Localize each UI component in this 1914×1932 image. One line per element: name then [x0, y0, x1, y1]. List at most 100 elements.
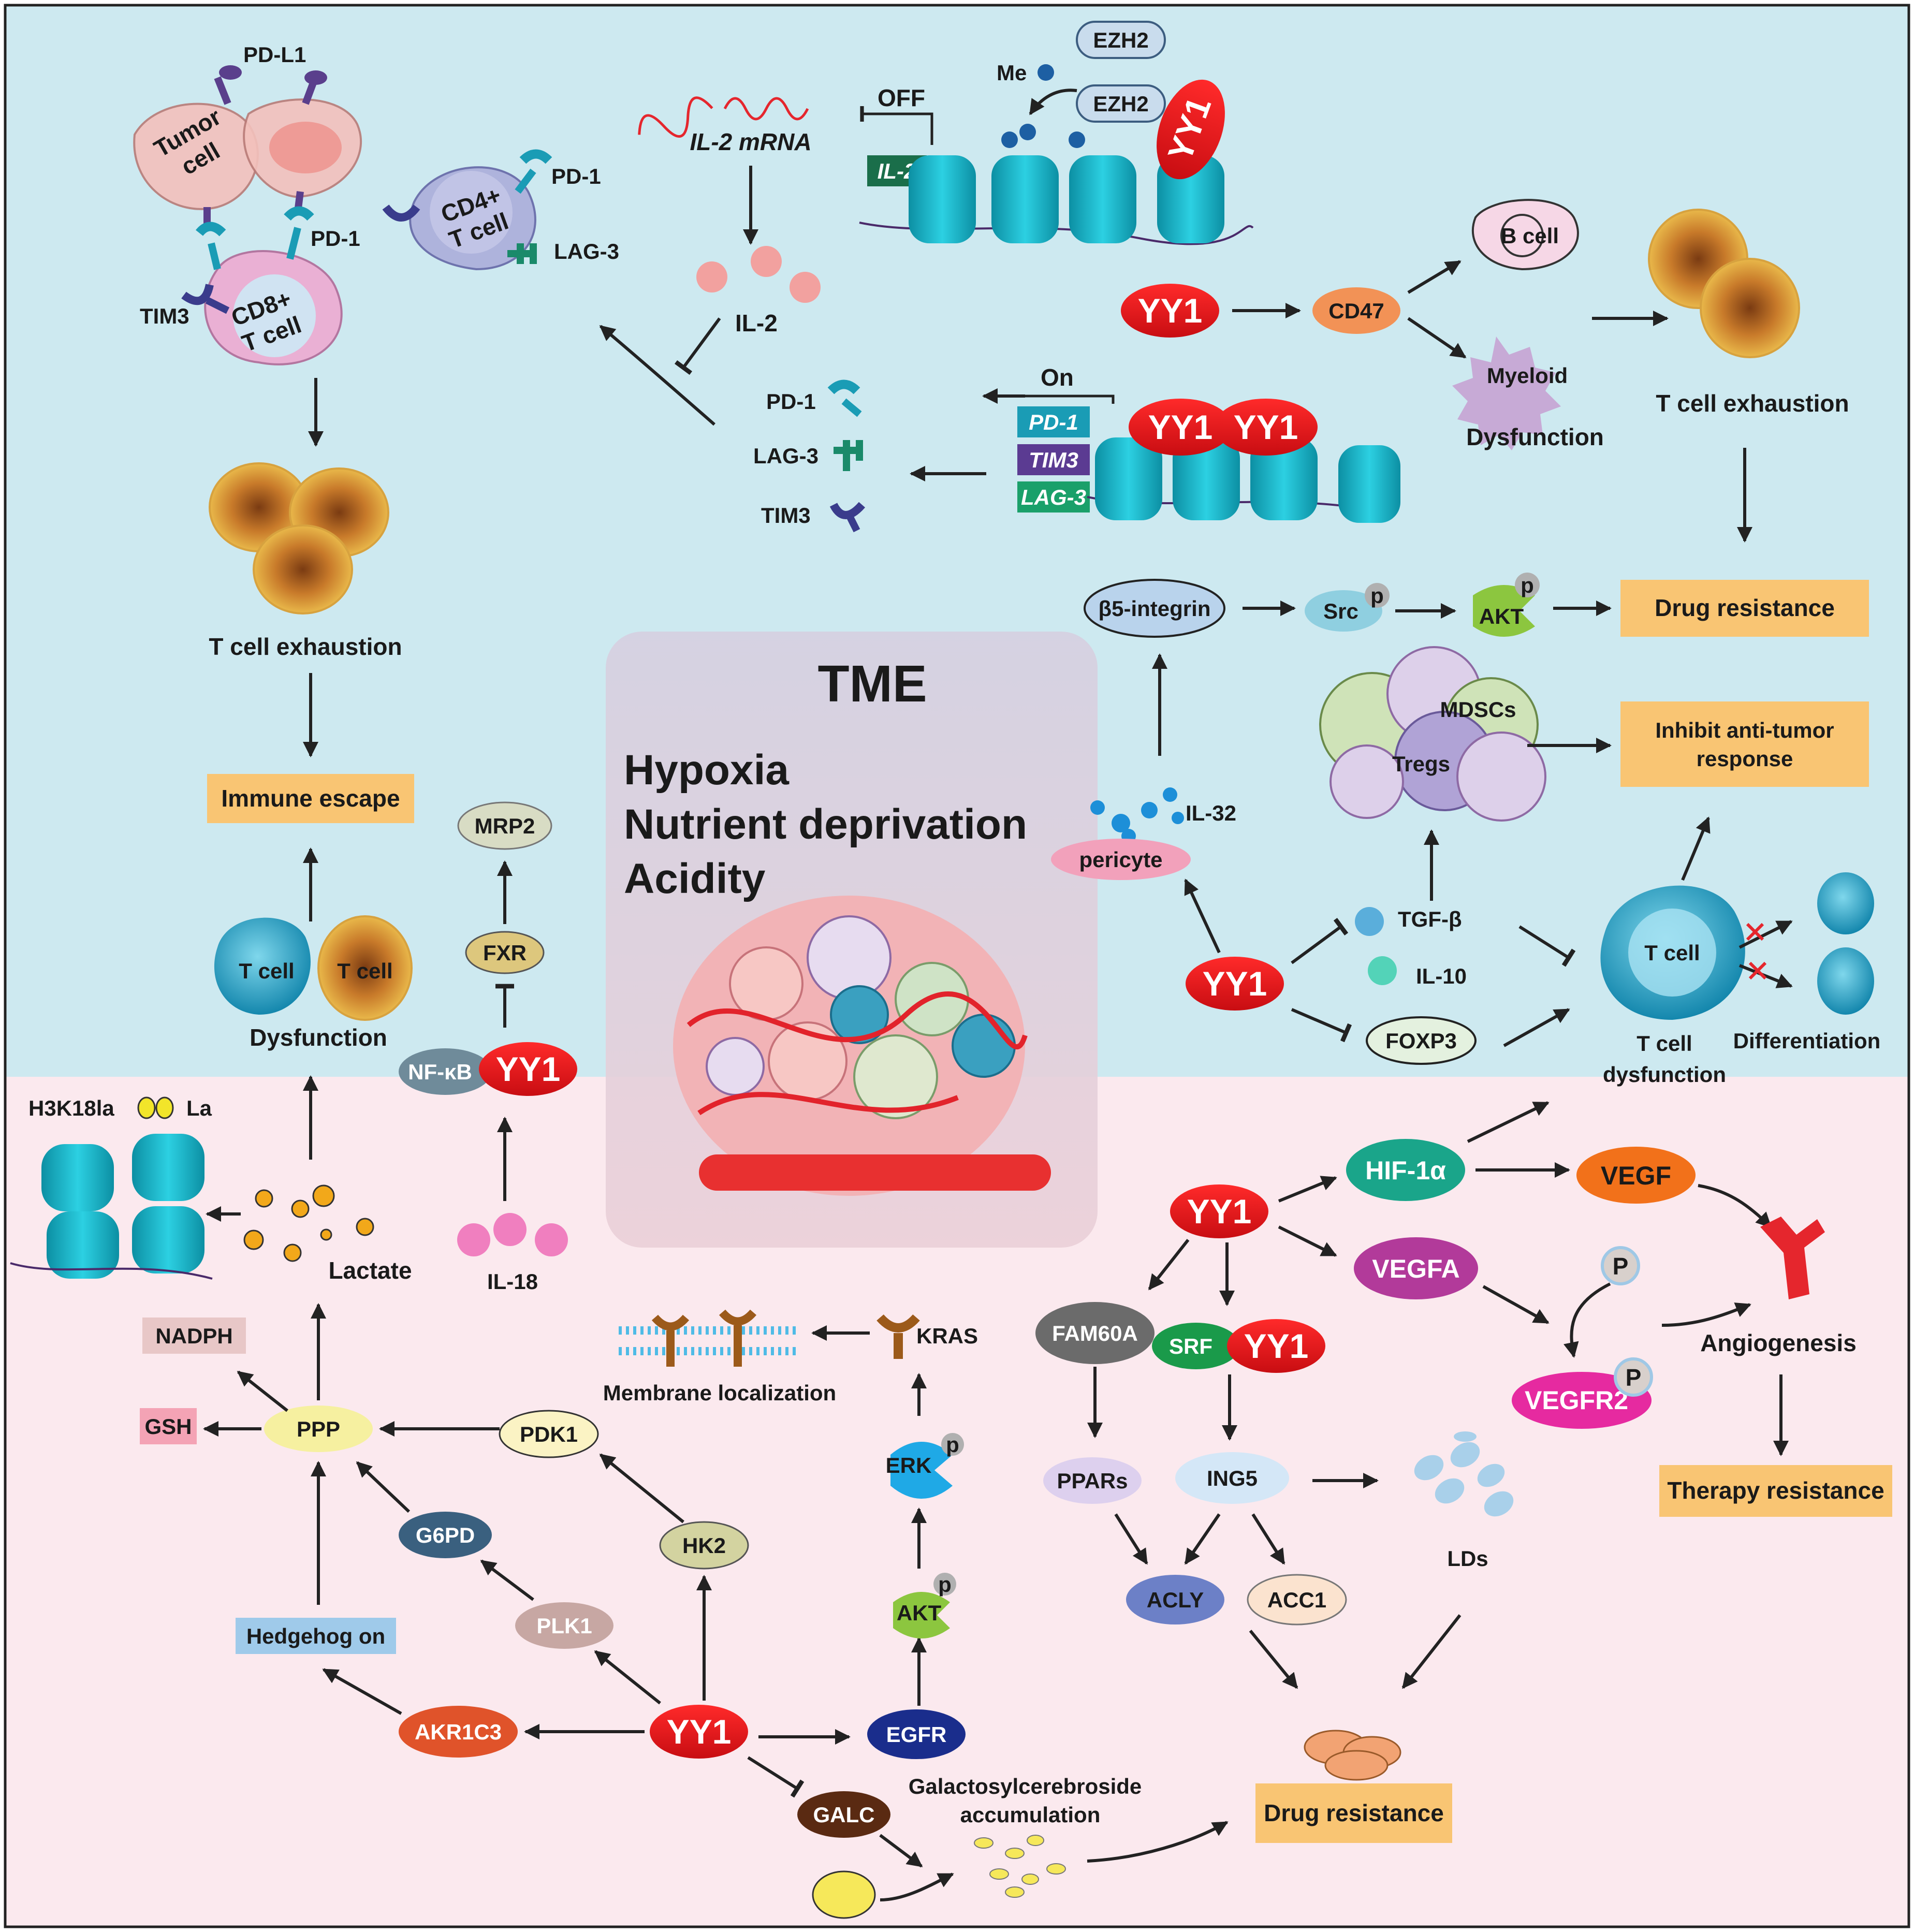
arrow-cd47-to-myeloid [1407, 317, 1467, 359]
lactate-label: Lactate [328, 1257, 412, 1284]
akt-bottom-p-label: p [938, 1572, 952, 1597]
b5-integrin-node [1084, 579, 1225, 638]
pd-1-protein-label: PD-1 [766, 389, 816, 414]
myeloid-dysfunction-label: Dysfunction [1466, 423, 1604, 450]
exhausted-t-cells-left [209, 462, 389, 614]
membrane-localization-label: Membrane localization [603, 1381, 836, 1405]
fam60a-label: FAM60A [1052, 1321, 1138, 1345]
gsh-label: GSH [144, 1414, 192, 1439]
inhibit-response-box [1620, 701, 1869, 787]
differentiation-label: Differentiation [1733, 1029, 1881, 1053]
mdscs-label: MDSCs [1440, 697, 1516, 722]
b5-integrin-label: β5-integrin [1099, 596, 1211, 621]
phospho-cap-label-1: P [1613, 1253, 1629, 1280]
erk-phospho-icon [941, 1433, 964, 1456]
tgfb-particle-icon [1355, 907, 1384, 936]
tregs-label: Tregs [1392, 752, 1450, 776]
lag-3-gene-label: LAG-3 [1021, 485, 1086, 509]
galc-label: GALC [813, 1803, 875, 1827]
yy1-node-angiogenesis: YY1 [1170, 1184, 1268, 1238]
myeloid-label: Myeloid [1487, 363, 1568, 388]
galacto-particles-icon [974, 1835, 1066, 1898]
hif1a-node [1346, 1139, 1465, 1201]
immune-escape-box [207, 774, 414, 823]
pd-1-protein-icon [827, 379, 862, 417]
il-18-particles-icon [457, 1213, 568, 1256]
inhibit-yy1-to-galc [747, 1756, 805, 1798]
arrow-tcell-to-diff-1 [1738, 920, 1793, 949]
arrow-acly-to-drug-res [1249, 1630, 1298, 1689]
yy1-node-chromatin-middle-2: YY1 [1214, 399, 1318, 456]
therapy-resistance-box [1659, 1465, 1892, 1517]
diagram-border [4, 4, 1910, 1928]
svg-text:YY1: YY1 [1148, 408, 1213, 446]
src-p-label: p [1370, 583, 1384, 608]
t-cell-exhaustion-left: T cell exhaustion [209, 633, 402, 660]
arrow-akr1c3-to-hedgehog [322, 1668, 402, 1715]
arrow-to-cd4 [599, 325, 715, 426]
arrow-phospho-to-vegfr2 [1564, 1282, 1611, 1358]
plk1-node [515, 1602, 613, 1649]
galc-node [797, 1791, 890, 1838]
akt-top-icon [1473, 585, 1535, 637]
b-cell-icon [1472, 199, 1579, 271]
arrow-vegf-to-vessel [1698, 1184, 1772, 1228]
vegfr2-label: VEGFR2 [1525, 1386, 1628, 1415]
inhibit-tgfb-to-tcell [1518, 925, 1576, 967]
akr1c3-label: AKR1C3 [415, 1720, 502, 1744]
tim3-protein-icon [829, 502, 866, 533]
egfr-label: EGFR [886, 1722, 947, 1747]
arrow-droplet-to-accumulation [880, 1872, 954, 1901]
arrow-yy1-to-hif1a [1278, 1176, 1337, 1203]
plk1-label: PLK1 [536, 1614, 592, 1638]
il-18-label: IL-18 [487, 1269, 538, 1294]
acly-label: ACLY [1147, 1588, 1204, 1612]
akt-top-phospho-icon [1515, 573, 1540, 597]
svg-text:YY1: YY1 [1203, 964, 1267, 1003]
tumor-mass-icon [673, 896, 1051, 1196]
svg-text:YY1: YY1 [1187, 1192, 1252, 1231]
nfkb-label: NF-κB [408, 1060, 472, 1084]
g6pd-label: G6PD [416, 1523, 475, 1547]
mrp2-node [457, 801, 552, 850]
acly-node [1126, 1575, 1224, 1624]
pd-1-receptor-icon [195, 206, 314, 270]
ezh2-label-1: EZH2 [1093, 28, 1148, 52]
akr1c3-node [399, 1706, 518, 1758]
svg-text:YY1: YY1 [667, 1713, 732, 1751]
drug-resistance-top-box [1620, 580, 1869, 637]
methyl-mark-icons [1001, 64, 1085, 148]
dysfunctional-t-cells-left-icon [214, 915, 413, 1021]
arrow-lds-to-drug-res [1401, 1614, 1462, 1689]
pd-1-label-cd4: PD-1 [551, 164, 601, 188]
t-cell-exhaustion-right: T cell exhaustion [1656, 390, 1849, 417]
pd-1-label-cd8: PD-1 [311, 226, 360, 251]
ppars-node [1043, 1457, 1142, 1504]
tme-hypoxia: Hypoxia [624, 747, 790, 794]
srf-label: SRF [1169, 1334, 1212, 1358]
cd47-node [1312, 287, 1400, 334]
erk-icon [890, 1442, 953, 1499]
tme-acidity: Acidity [624, 855, 766, 902]
kras-label: KRAS [916, 1324, 978, 1348]
arrow-ing5-to-acly [1184, 1513, 1221, 1565]
tim3-protein-label: TIM3 [761, 503, 811, 528]
drug-pills-icon [1304, 1730, 1401, 1781]
membrane-icon [619, 1309, 797, 1367]
arrow-plk1-to-g6pd [480, 1559, 534, 1601]
therapy-resistance-label: Therapy resistance [1667, 1477, 1884, 1504]
phospho-cap-label-2: P [1626, 1364, 1642, 1391]
erk-p-label: p [946, 1432, 959, 1457]
myeloid-cell-icon [1452, 336, 1561, 450]
arrow-tcell-to-inhibit [1681, 816, 1711, 881]
tim3-gene-label: TIM3 [1029, 448, 1078, 472]
ing5-label: ING5 [1207, 1466, 1258, 1490]
src-label: Src [1323, 599, 1358, 623]
tgfb-label: TGF-β [1398, 907, 1462, 931]
nadph-label: NADPH [155, 1324, 232, 1348]
yy1-node-chromatin-middle-1: YY1 [1129, 399, 1232, 456]
me-label: Me [997, 61, 1027, 85]
pdk1-label: PDK1 [520, 1422, 578, 1446]
arrow-ing5-to-acc1 [1251, 1513, 1285, 1565]
lds-label: LDs [1447, 1546, 1488, 1571]
